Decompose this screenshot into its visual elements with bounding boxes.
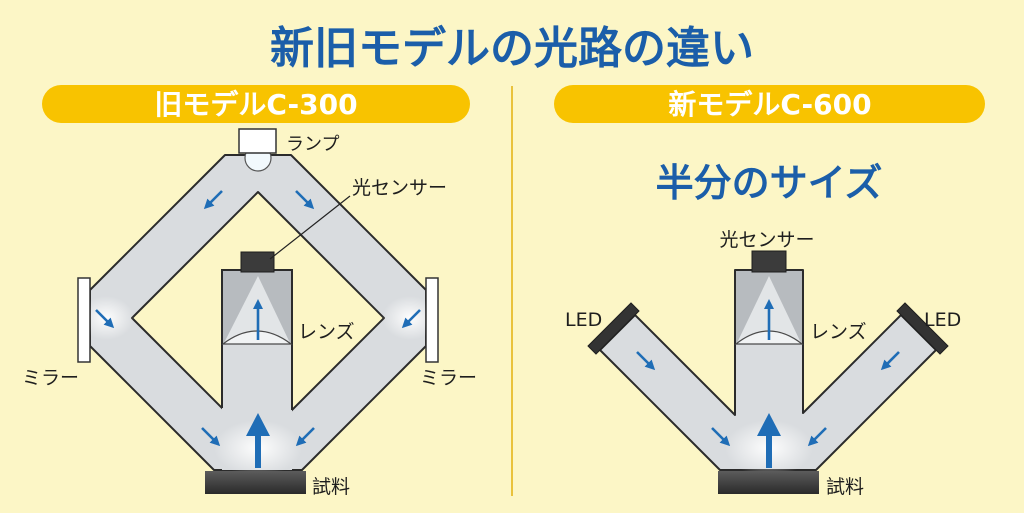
mirror-left-label: ミラー xyxy=(22,367,79,389)
light-direction-arrow xyxy=(295,190,315,210)
mirror-left xyxy=(77,277,91,363)
sample-label: 試料 xyxy=(826,476,864,498)
light-direction-arrow xyxy=(636,351,656,371)
led-right-label: LED xyxy=(924,309,961,331)
lamp xyxy=(238,128,277,154)
sample-plate xyxy=(205,471,306,494)
old-model-label: 旧モデルC-300 xyxy=(154,88,357,121)
light-direction-arrow xyxy=(880,351,900,371)
new-model-label: 新モデルC-600 xyxy=(668,88,871,121)
light-direction-arrow xyxy=(807,427,827,447)
lens-label: レンズ xyxy=(810,321,867,343)
light-direction-arrow xyxy=(295,427,315,447)
half-size-subtitle: 半分のサイズ xyxy=(656,161,883,205)
lamp-label: ランプ xyxy=(286,134,339,155)
v-light-path xyxy=(599,269,937,471)
led-right xyxy=(896,302,949,355)
sensor-label: 光センサー xyxy=(352,177,447,199)
sensor-label: 光センサー xyxy=(719,229,814,251)
sample-label: 試料 xyxy=(312,476,350,498)
mirror-right-label: ミラー xyxy=(420,367,477,389)
led-left-label: LED xyxy=(565,309,602,331)
reflected-light-arrow xyxy=(757,413,781,468)
sensor-leader-line xyxy=(269,195,351,260)
new-model-pill xyxy=(554,85,985,123)
lens-label: レンズ xyxy=(298,321,355,343)
new-model-header: 新モデルC-600 xyxy=(554,85,985,123)
light-direction-arrow xyxy=(95,309,115,329)
light-direction-arrow xyxy=(401,309,421,329)
light-direction-arrow xyxy=(711,427,731,447)
light-direction-arrow xyxy=(201,427,221,447)
sample-plate xyxy=(718,471,819,494)
reflected-light-arrow xyxy=(246,413,270,468)
light-direction-arrow xyxy=(203,190,223,210)
mirror-right xyxy=(425,277,439,363)
light-sensor xyxy=(240,251,275,273)
new-model-diagram: 半分のサイズ 光センサー レンズ LED LED 試料 xyxy=(565,161,961,498)
light-sensor xyxy=(751,250,787,273)
old-model-pill xyxy=(42,85,470,123)
old-model-diagram: ランプ 光センサー レンズ ミラー ミラー 試料 xyxy=(22,128,477,498)
old-model-header: 旧モデルC-300 xyxy=(42,85,470,123)
page-title: 新旧モデルの光路の違い xyxy=(270,23,754,74)
led-left xyxy=(587,302,640,355)
